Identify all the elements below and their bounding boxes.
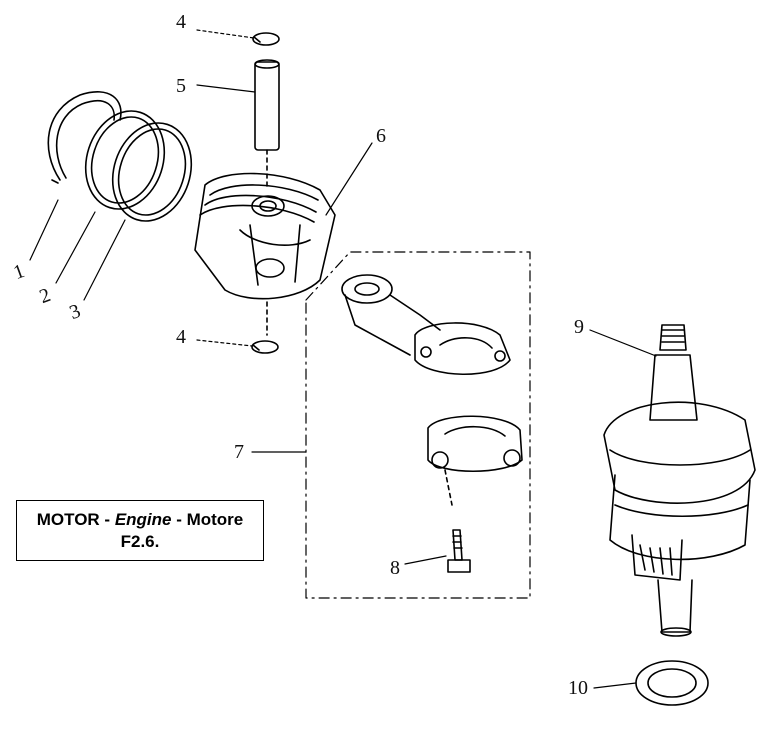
callout-5: 5 bbox=[176, 75, 186, 97]
callout-4-bottom: 4 bbox=[176, 326, 186, 348]
circlip-bottom bbox=[251, 340, 279, 354]
rod-assembly-bracket bbox=[305, 251, 531, 599]
diagram-code: F2.6. bbox=[120, 532, 160, 551]
leader-lines bbox=[29, 29, 657, 689]
callout-8: 8 bbox=[390, 557, 400, 579]
piston-pin bbox=[254, 59, 280, 336]
piston-ring-3 bbox=[111, 122, 193, 222]
crankshaft bbox=[603, 324, 756, 637]
title-separator: - bbox=[99, 510, 115, 529]
callout-4-top: 4 bbox=[176, 11, 186, 33]
callout-9: 9 bbox=[574, 316, 584, 338]
title-separator: - bbox=[171, 510, 187, 529]
piston-ring-1 bbox=[47, 91, 122, 184]
thrust-washer bbox=[635, 660, 709, 706]
diagram-title: MOTOR - Engine - Motore bbox=[17, 509, 263, 531]
title-word-motore: Motore bbox=[186, 510, 244, 529]
callout-7: 7 bbox=[234, 441, 244, 463]
rod-bolt bbox=[447, 529, 471, 573]
title-word-engine: Engine bbox=[114, 510, 172, 529]
diagram-title-box: MOTOR - Engine - Motore F2.6. bbox=[16, 500, 264, 561]
piston bbox=[194, 172, 336, 300]
circlip-top bbox=[252, 32, 280, 46]
connecting-rod-cap bbox=[427, 415, 523, 506]
callout-10: 10 bbox=[568, 677, 588, 699]
connecting-rod bbox=[341, 274, 511, 375]
callout-6: 6 bbox=[376, 125, 386, 147]
piston-ring-2 bbox=[84, 110, 166, 210]
title-word-motor: MOTOR bbox=[36, 510, 100, 529]
